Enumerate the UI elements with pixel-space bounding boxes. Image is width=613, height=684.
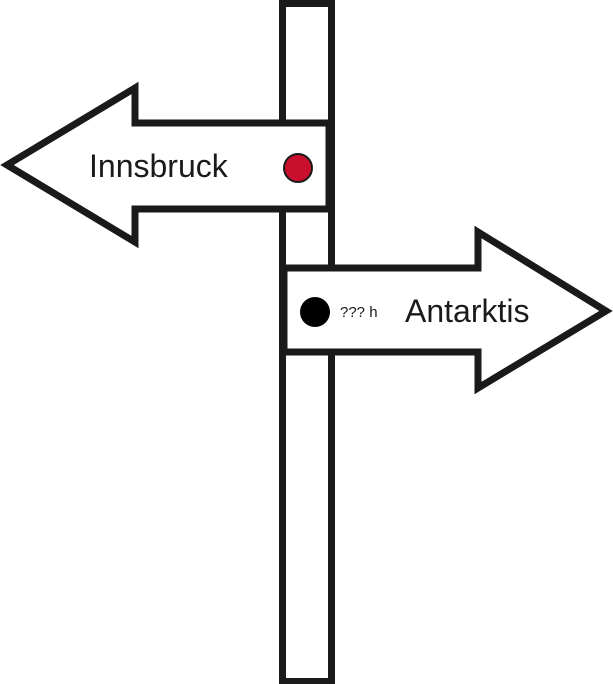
marker-dot-red-icon xyxy=(283,153,313,183)
arrow-left-shape xyxy=(0,81,333,249)
marker-dot-black-icon xyxy=(300,297,330,327)
destination-label-antarktis: Antarktis xyxy=(405,293,529,329)
sign-antarktis: ??? h Antarktis xyxy=(280,225,613,395)
arrow-right-shape xyxy=(280,225,613,395)
travel-time-label: ??? h xyxy=(340,304,378,321)
destination-label-innsbruck: Innsbruck xyxy=(89,148,229,184)
sign-innsbruck: Innsbruck xyxy=(0,81,333,249)
